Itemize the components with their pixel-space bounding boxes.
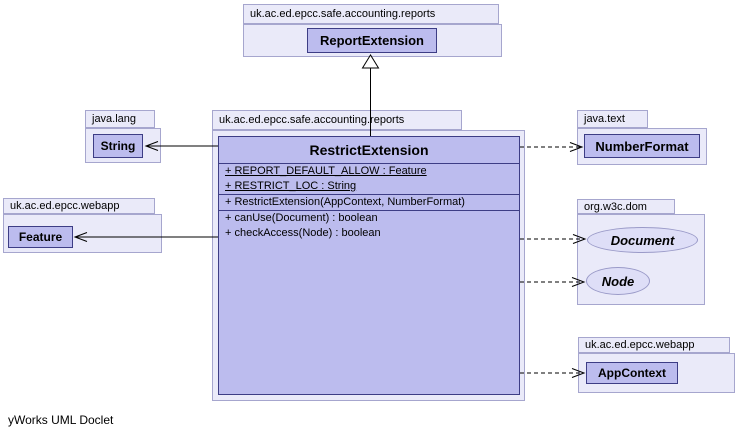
class-node-appcontext[interactable]: AppContext [586,362,678,384]
constructors-section: + RestrictExtension(AppContext, NumberFo… [219,194,519,210]
class-node-reportextension[interactable]: ReportExtension [307,28,437,53]
methods-section: + canUse(Document) : boolean + checkAcce… [219,210,519,241]
generator-credit: yWorks UML Doclet [8,413,114,427]
dependency-edge-appcontext [520,368,586,378]
class-node-numberformat[interactable]: NumberFormat [584,134,700,158]
package-tab-reports-top: uk.ac.ed.epcc.safe.accounting.reports [243,4,499,24]
dependency-edge-node [520,277,586,287]
dependency-edge-document [520,234,587,244]
interface-node-document[interactable]: Document [587,227,698,253]
package-tab-reports-main: uk.ac.ed.epcc.safe.accounting.reports [212,110,462,130]
class-title: RestrictExtension [309,142,429,158]
interface-node-node[interactable]: Node [586,267,650,295]
package-tab-webapp-right: uk.ac.ed.epcc.webapp [578,337,730,353]
method-row[interactable]: + canUse(Document) : boolean [225,212,378,224]
class-node-restrictextension[interactable]: RestrictExtension + REPORT_DEFAULT_ALLOW… [218,136,520,395]
package-tab-org-w3c-dom: org.w3c.dom [577,199,675,214]
package-tab-java-lang: java.lang [85,110,155,128]
class-node-string[interactable]: String [93,134,143,158]
package-tab-webapp-left: uk.ac.ed.epcc.webapp [3,198,155,214]
constructor-row[interactable]: + RestrictExtension(AppContext, NumberFo… [225,196,465,208]
fields-section: + REPORT_DEFAULT_ALLOW : Feature + RESTR… [219,163,519,194]
field-row[interactable]: + RESTRICT_LOC : String [225,180,357,192]
method-row[interactable]: + checkAccess(Node) : boolean [225,227,381,239]
dependency-edge-numberformat [520,142,584,152]
package-tab-java-text: java.text [577,110,648,128]
field-row[interactable]: + REPORT_DEFAULT_ALLOW : Feature [225,165,427,177]
class-node-feature[interactable]: Feature [8,226,73,248]
